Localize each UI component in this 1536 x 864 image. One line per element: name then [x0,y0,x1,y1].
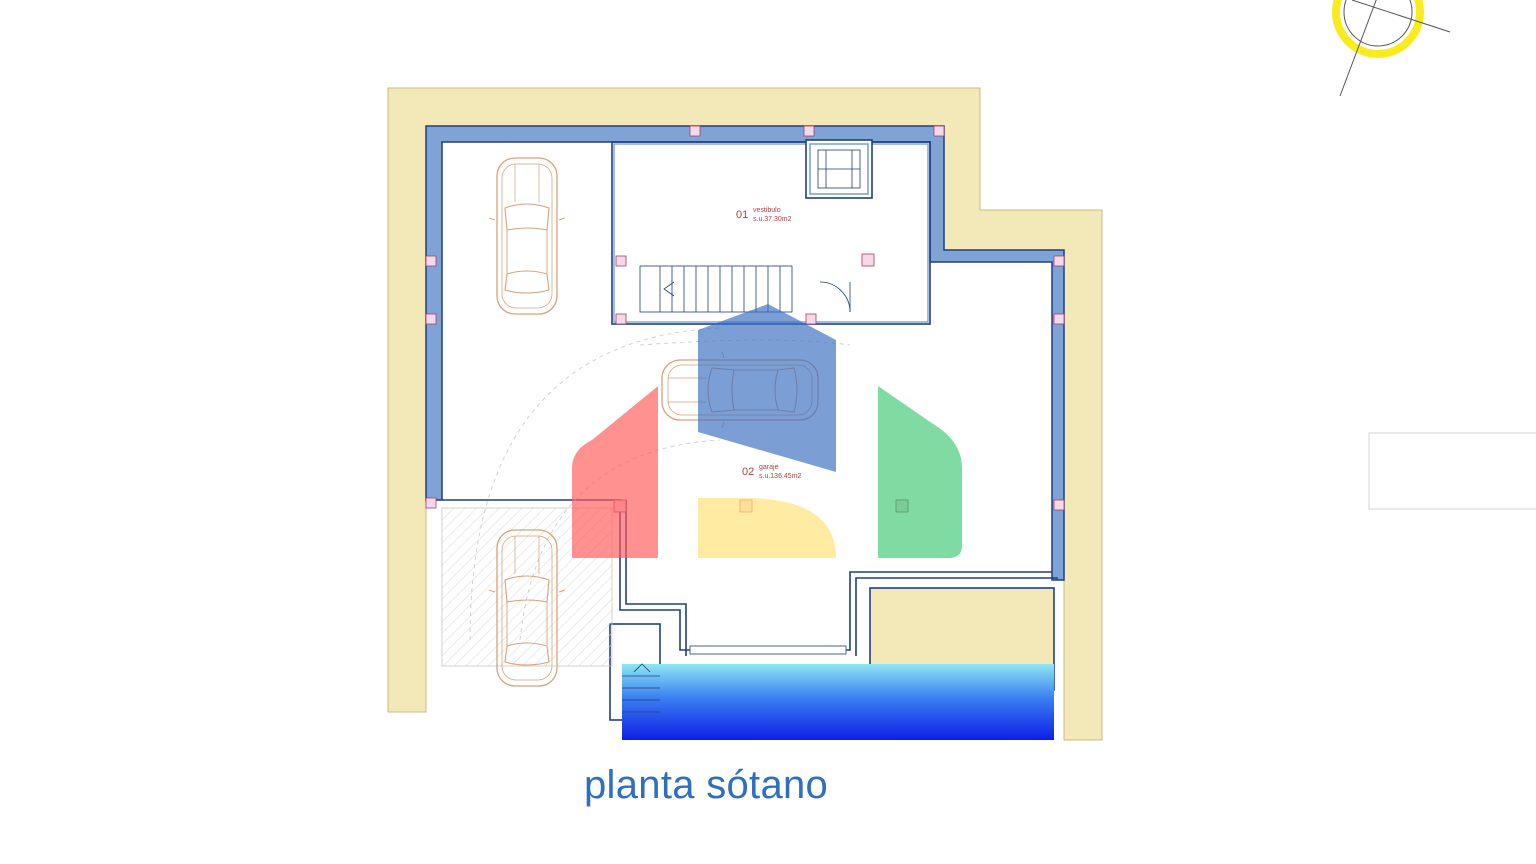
pool-steps [622,663,660,713]
legend-box [1368,432,1536,510]
plan-title: planta sótano [584,763,829,807]
swimming-pool [622,664,1054,740]
car-icon [488,157,566,315]
room-area: s.u.37.30m2 [753,216,792,223]
elevator [817,149,861,189]
staircase [639,265,793,313]
room-area: s.u.136.45m2 [759,473,802,480]
room-number: 01 [736,209,748,221]
room-name: vestibulo [753,207,781,214]
watermark-logo-icon [572,304,962,558]
room-name: garaje [759,464,779,471]
room-label-vestibulo: 01 vestibulo s.u.37.30m2 [736,207,792,223]
door-swing [819,281,851,313]
room-number: 02 [742,466,754,478]
room-label-garaje: 02 garaje s.u.136.45m2 [742,464,802,480]
compass-icon [1332,0,1451,97]
garage-gate [689,645,847,655]
